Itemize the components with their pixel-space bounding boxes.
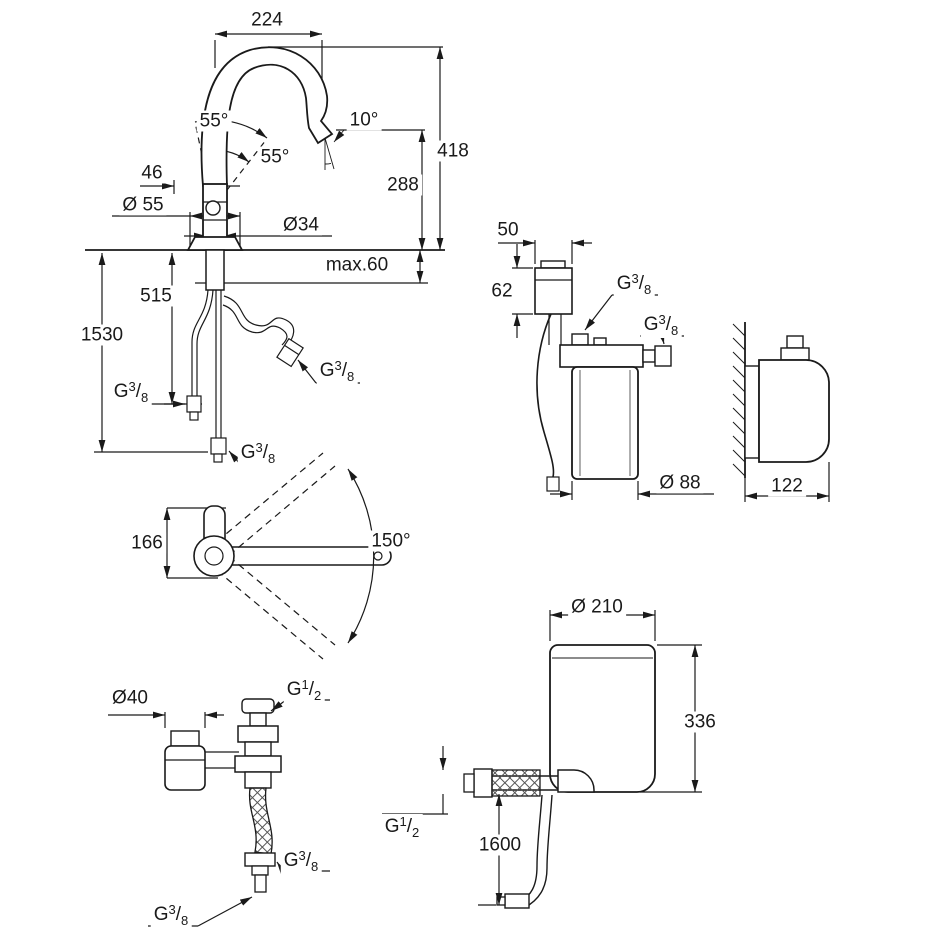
thread-g38-valve-bottom-label: G3/8 [150, 902, 192, 928]
dim-spout-reach-label: 224 [248, 9, 286, 31]
dim-hose-len-label: 1600 [475, 834, 525, 856]
thread-g38-boiler-side-label: G3/8 [640, 312, 682, 338]
thread-g38-boiler-top-label: G3/8 [613, 271, 655, 297]
thread-g38-bottom-label: G3/8 [237, 440, 279, 466]
dim-swivel-lower-label: 55° [257, 146, 293, 168]
dim-body-dia-label: Ø 88 [656, 472, 704, 494]
dim-hose-long-label: 1530 [77, 324, 127, 346]
dim-swivel-range-label: 150° [368, 530, 414, 552]
dim-base-dia-label: Ø 55 [119, 194, 167, 216]
thread-g12-valve-label: G1/2 [283, 677, 325, 703]
dim-head-height-label: 62 [488, 280, 516, 302]
dim-hose-short-label: 515 [137, 285, 175, 307]
dim-tank-dia-label: Ø 210 [568, 596, 626, 618]
thread-g12-tank-label: G1/2 [381, 814, 423, 840]
boiler-side-view [732, 322, 830, 502]
tank-view [382, 610, 702, 909]
thread-g38-valve-hose-label: G3/8 [280, 848, 322, 874]
dim-valve-dia-label: Ø40 [109, 687, 151, 709]
dim-outlet-angle-label: 10° [346, 109, 382, 131]
dim-deck-max-label: max.60 [322, 254, 392, 276]
boiler-front-view [498, 239, 714, 500]
dim-lever-width-label: 46 [138, 162, 166, 184]
thread-g38-spray-label: G3/8 [316, 358, 358, 384]
dim-depth-label: 122 [768, 475, 806, 497]
dim-hole-dia-label: Ø34 [280, 214, 322, 236]
faucet-top-view [163, 452, 392, 660]
valve-group-view [108, 698, 330, 927]
dim-total-height-label: 418 [434, 140, 472, 162]
thread-g38-supply-label: G3/8 [110, 379, 152, 405]
dim-spout-top-len-label: 166 [128, 532, 166, 554]
dim-head-width-label: 50 [494, 219, 522, 241]
dim-swivel-upper-label: 55° [196, 110, 232, 132]
dim-outlet-height-label: 288 [384, 174, 422, 196]
dim-tank-height-label: 336 [681, 711, 719, 733]
